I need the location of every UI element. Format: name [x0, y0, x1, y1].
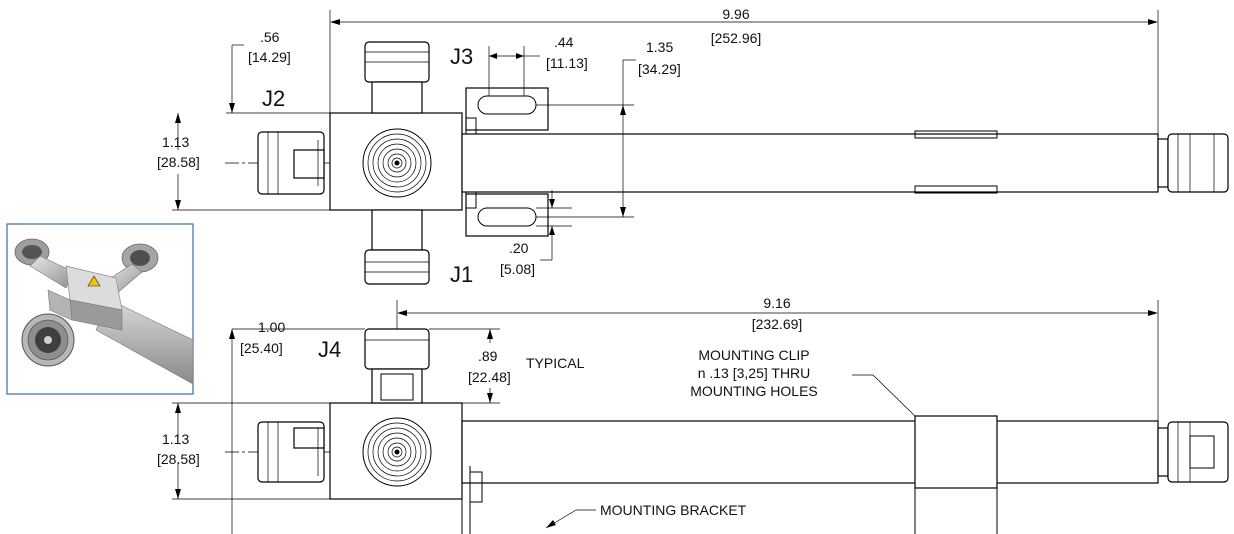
dim-j2-offset: [226, 44, 330, 114]
dim-side-height: [229, 328, 365, 534]
dim-side-body-height: [172, 402, 330, 500]
dim-side-height-mm: [25.40]: [240, 340, 283, 356]
dim-hole-spacing-in: 1.35: [646, 39, 673, 55]
dim-slot-height-in: .20: [509, 240, 529, 256]
product-photo: [6, 223, 194, 395]
dim-top-body-height-in: 1.13: [162, 134, 189, 150]
dim-overall-length-in: 9.96: [722, 6, 749, 22]
side-tube: [461, 420, 1159, 484]
dim-side-body-height-mm: [28.58]: [157, 451, 200, 467]
top-right-connector: [1157, 133, 1229, 193]
side-center-port: [362, 417, 432, 487]
dim-slot-height: [536, 190, 572, 261]
dim-clip-length-mm: [232.69]: [752, 316, 803, 332]
dim-overall-length-mm: [252.96]: [711, 30, 762, 46]
typical-label: TYPICAL: [526, 355, 585, 371]
clip-note-line1: MOUNTING CLIP: [698, 347, 809, 363]
bracket-note-leader: [545, 509, 596, 529]
top-center-port: [362, 128, 432, 198]
top-view: 9.96 [252.96] .56 [14.29] 1.13 [28.58]: [157, 6, 1229, 287]
side-left-connector: [257, 421, 325, 483]
dim-j2-offset-mm: [14.29]: [248, 49, 291, 65]
top-mounting-bracket: [465, 87, 549, 237]
label-j3: J3: [450, 44, 473, 69]
side-view: 9.16 [232.69] 1.00 [25.40] 1.13 [28.58]: [157, 295, 1229, 534]
clip-note-line3: MOUNTING HOLES: [690, 383, 818, 399]
dim-side-height-in: 1.00: [258, 319, 285, 335]
dim-slot-height-mm: [5.08]: [500, 261, 535, 277]
dim-hole-spacing: [536, 59, 636, 218]
dim-connector-height-in: .89: [478, 348, 498, 364]
dim-j2-offset-in: .56: [260, 29, 280, 45]
clip-note-leader: [852, 374, 916, 417]
j1-connector: [364, 209, 430, 285]
j2-connector: [257, 131, 325, 195]
label-j1: J1: [450, 262, 473, 287]
j4-connector: [364, 328, 430, 404]
dim-connector-height: [429, 328, 500, 404]
label-j2: J2: [262, 86, 285, 111]
j3-connector: [364, 41, 430, 114]
dim-overall-length: [329, 10, 1159, 134]
dim-top-body-height: [172, 113, 330, 211]
dim-clip-length: [396, 300, 1159, 421]
dim-clip-length-in: 9.16: [763, 295, 790, 311]
clip-note-line2: n .13 [3,25] THRU: [698, 365, 811, 381]
side-mounting-clip: [914, 415, 998, 534]
dim-slot-width: [488, 46, 540, 96]
warning-icon: [87, 275, 101, 287]
dim-hole-spacing-mm: [34.29]: [638, 61, 681, 77]
photo-connector-top-left: [14, 238, 75, 289]
bracket-note: MOUNTING BRACKET: [600, 502, 747, 518]
photo-connector-front: [21, 313, 75, 367]
dim-side-body-height-in: 1.13: [162, 431, 189, 447]
label-j4: J4: [318, 337, 341, 362]
top-tube: [461, 130, 1159, 194]
photo-block: [47, 265, 123, 331]
side-right-connector: [1157, 421, 1229, 483]
dim-slot-width-mm: [11.13]: [546, 55, 588, 71]
side-mounting-bracket: [461, 466, 483, 534]
dim-slot-width-in: .44: [554, 34, 574, 50]
dim-connector-height-mm: [22.48]: [468, 369, 511, 385]
dim-top-body-height-mm: [28.58]: [157, 154, 200, 170]
